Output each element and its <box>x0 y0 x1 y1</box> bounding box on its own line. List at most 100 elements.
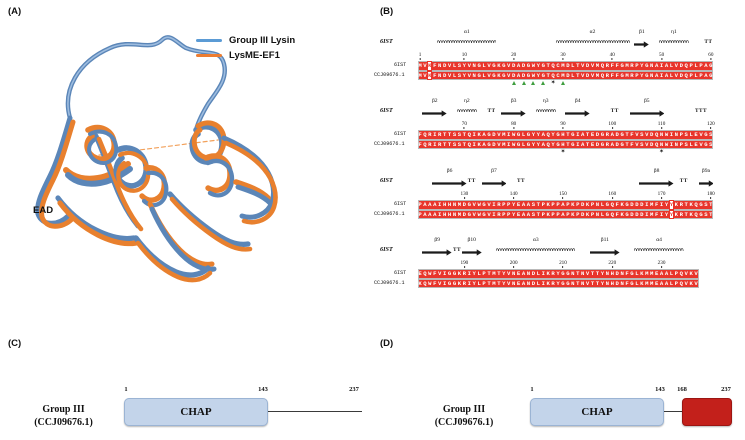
residue: M <box>457 201 462 208</box>
residue: G <box>561 270 565 277</box>
ruler-tick: 150 <box>559 191 567 199</box>
residue: T <box>576 62 580 69</box>
residue-marker-row: ✶ <box>372 80 745 88</box>
conserved-white-cell <box>668 200 674 210</box>
residue: D <box>585 71 590 79</box>
residue: G <box>699 210 703 218</box>
residue: G <box>526 71 531 79</box>
ss-element-label: η1 <box>671 29 677 35</box>
residue: E <box>516 210 521 218</box>
residue: V <box>487 71 491 79</box>
residue: L <box>571 62 575 69</box>
residue: M <box>625 62 629 69</box>
ss-element-label: β3 <box>510 98 517 104</box>
residue: D <box>615 270 619 277</box>
residue: F <box>418 140 422 148</box>
residue: G <box>561 279 565 287</box>
residue: T <box>497 270 501 277</box>
residue: P <box>556 210 560 218</box>
residue: Q <box>610 210 614 218</box>
residue: T <box>546 71 550 79</box>
sequence-row-label: 6IST <box>394 62 407 68</box>
residue: C <box>556 71 560 79</box>
residue: N <box>650 71 654 79</box>
residue: L <box>477 270 481 277</box>
residue: M <box>595 62 600 69</box>
residue: L <box>482 62 486 69</box>
residue: G <box>571 140 575 148</box>
residue: V <box>447 62 452 69</box>
ruler-tick: 40 <box>609 52 615 60</box>
residue: T <box>442 140 447 148</box>
beta-strand-arrow-glyph <box>422 110 448 117</box>
ss-element-label: β11 <box>600 237 609 243</box>
residue: K <box>640 279 644 287</box>
residue: G <box>447 279 452 287</box>
residue: G <box>482 210 486 218</box>
residue: G <box>482 201 486 208</box>
residue: L <box>669 279 674 287</box>
residue-marker-row <box>372 289 745 296</box>
sequence-highlight-box <box>417 278 699 288</box>
panel-b-label: (B) <box>380 6 394 17</box>
residue: M <box>502 140 506 148</box>
residue: D <box>650 140 654 148</box>
residue: N <box>595 210 600 218</box>
residue: L <box>635 270 639 277</box>
residue: L <box>482 71 486 79</box>
residue: G <box>502 71 506 79</box>
residue: R <box>428 131 432 138</box>
residue: Q <box>546 131 550 138</box>
ss-element-β1: β1 <box>634 29 650 48</box>
ss-reference-name: 6IST <box>380 107 393 114</box>
residue: Q <box>423 279 427 287</box>
residue: G <box>620 140 624 148</box>
ss-element-TT: TT <box>516 169 526 185</box>
residue: K <box>428 71 432 79</box>
residue: L <box>669 270 674 277</box>
ss-element-TT: TT <box>610 99 620 115</box>
ead-annotation: EAD <box>33 205 54 216</box>
legend-label-group-iii-lysin: Group III Lysin <box>229 35 296 46</box>
residue: D <box>615 131 619 138</box>
ss-element-η2: η2 <box>456 98 477 115</box>
sequence-row-label: CCJ09676.1 <box>374 210 405 217</box>
residue: G <box>526 140 531 148</box>
residue: P <box>635 62 639 69</box>
residue: M <box>492 279 496 287</box>
residue: D <box>531 270 536 277</box>
helix-coil-glyph <box>456 109 477 113</box>
residue: G <box>704 140 708 148</box>
residue: L <box>571 71 575 79</box>
residue: N <box>595 201 600 208</box>
residue: P <box>507 201 511 208</box>
ruler-tick: 200 <box>509 260 518 268</box>
legend-swatch-group-iii-lysin <box>196 39 222 42</box>
catalytic-residue-triangle-icon <box>560 81 565 85</box>
residue: G <box>467 201 471 208</box>
domain-c-accession: (CCJ09676.1) <box>34 417 93 428</box>
residue: I <box>541 279 545 287</box>
residue: I <box>576 140 580 148</box>
residue: A <box>526 201 531 208</box>
residue: N <box>452 201 457 208</box>
residue: I <box>492 201 496 208</box>
residue: N <box>472 62 476 69</box>
residue: Q <box>600 71 605 79</box>
residue: N <box>452 210 457 218</box>
sequence-row-label: 6IST <box>394 201 407 207</box>
ruler-tick: 50 <box>658 52 665 60</box>
residue: T <box>576 71 580 79</box>
residue: G <box>477 71 481 79</box>
residue: G <box>704 131 708 138</box>
residue: I <box>442 279 447 287</box>
residue: N <box>571 270 575 277</box>
sequence-row-label: CCJ09676.1 <box>374 279 405 286</box>
residue: G <box>541 71 545 79</box>
residue: N <box>526 270 531 277</box>
